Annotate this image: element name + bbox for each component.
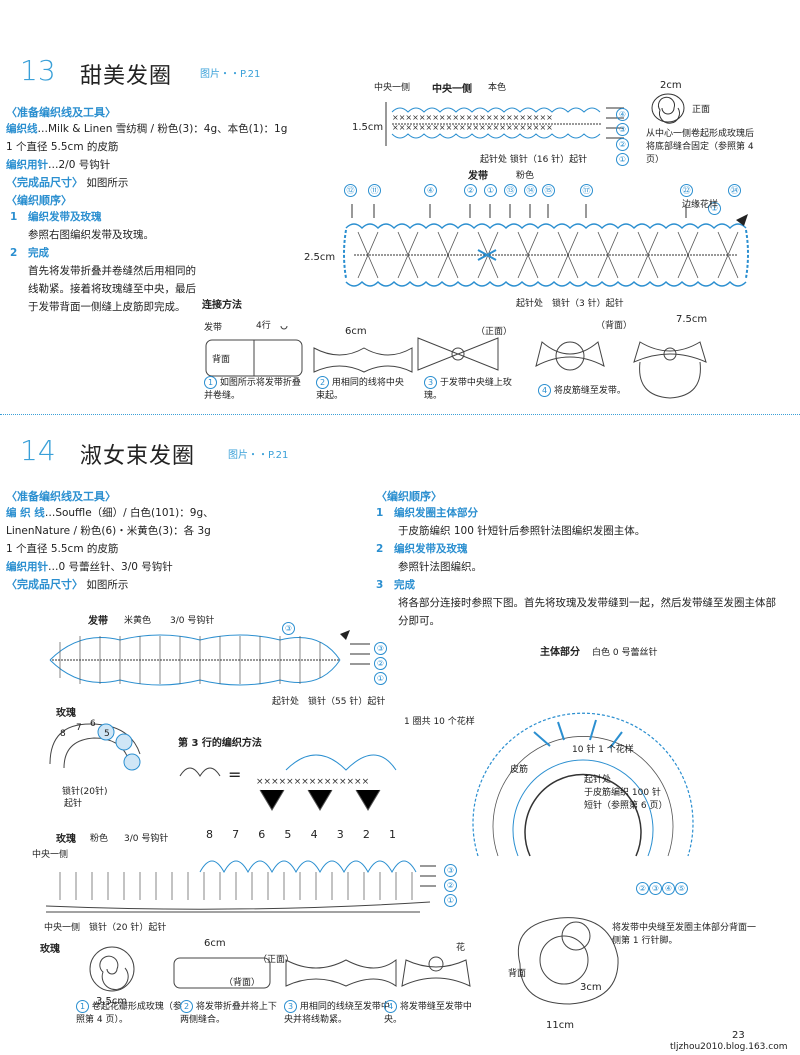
label-flower: 花 [456,943,466,953]
caption-2: 用相同的线将中央束起。 [316,378,404,401]
label-band-word: 发带 [204,323,223,333]
section-13-text: 〈准备编织线及工具〉 编织线…Milk & Linen 雪纺稠 / 粉色(3)：… [6,104,336,316]
band14-hook: 3/0 号钩针 [170,616,215,626]
rose14-chart: 87 65 [49,719,141,771]
rose-row-color: 粉色 [90,834,109,844]
dim-3-5cm: 3.5cm [96,996,128,1007]
page-number: 23 [732,1030,745,1041]
rose-row-hook: 3/0 号钩针 [124,834,169,844]
band14-chart [49,630,370,686]
section-13-ref: 图片・・P.21 [200,69,261,80]
band-color: 粉色 [516,171,535,181]
prep-heading: 〈准备编织线及工具〉 [6,106,116,119]
caption14-5: 将发带中央缝至发圈主体部分背面一侧第 1 行针脚。 [612,923,757,946]
dim-1-5cm: 1.5cm [352,122,384,133]
main-ring-chart [472,712,694,857]
main-start: 起针处 于皮筋编织 100 针 短针（参照第 6 页） [584,775,668,811]
label-natural-color: 本色 [488,83,507,93]
finished-ring-icon [517,917,619,1005]
svg-text:××××××××××××××××××××××××: ×××××××××××××××××××××××× [392,123,553,132]
caption-1: 如图所示将发带折叠并卷缝。 [204,378,301,401]
band-label: 发带 [468,171,488,182]
section-14-text: 〈准备编织线及工具〉 编 织 线…Souffle（细）/ 白色(101)：9g、… [6,490,214,591]
caption14-2: 将发带折叠并将上下两侧缝合。 [180,1002,277,1025]
row3-chart: = ××××××××××××××× [179,754,397,811]
main-label: 主体部分 [540,647,580,658]
label-center-bold: 中央一侧 [432,84,472,95]
section-divider [0,414,800,415]
start-3: 起针处 锁针（3 针）起针 [516,299,624,309]
rose14-label: 玫瑰 [56,708,76,719]
rose-row-chart [45,860,436,913]
band14-color: 米黄色 [124,616,152,626]
label14-front: （正面） [258,955,295,965]
rose-bottom-label: 玫瑰 [40,944,60,955]
rose-note: 从中心一侧卷起形成玫瑰后将底部缝合固定（参照第 4 页） [646,129,755,165]
dim-6cm: 6cm [345,326,367,337]
dim14-6cm: 6cm [204,938,226,949]
top-band-chart: ×××××××××××××××××××××××× ×××××××××××××××… [385,102,624,146]
label-back: 背面 [212,355,231,365]
main-elastic: 皮筋 [510,765,529,775]
top-band-row-markers: ④ ③ ② ① [616,106,629,166]
section-14-title: 淑女束发圈 [80,444,196,469]
connection-steps-illustration [205,326,707,399]
site-watermark: tljzhou2010.blog.163.com [670,1042,788,1052]
band14-start: 起针处 锁针（55 针）起针 [272,697,386,707]
rose-row-center: 中央一侧 [32,850,69,860]
rose-row-start: 中央一侧 锁针（20 针）起针 [44,923,167,933]
svg-text:××××××××××××××××××××××××: ×××××××××××××××××××××××× [392,113,553,122]
caption-3: 于发带中央缝上玫瑰。 [424,378,512,401]
dim-2cm: 2cm [660,80,682,91]
rose14-ch20: 锁针(20针) [62,787,108,797]
rose-bottom-icon [89,946,135,992]
label-4-rows: 4行 [256,321,271,331]
label-front: 正面 [692,105,711,115]
dim-7-5cm: 7.5cm [676,314,708,325]
section-14-ref: 图片・・P.21 [228,450,289,461]
main-color: 白色 0 号蕾丝针 [592,648,658,658]
connect-heading: 连接方法 [202,300,242,311]
svg-text:6: 6 [90,719,96,729]
svg-text:8: 8 [60,729,66,739]
main-stitch10: 10 针 1 个花样 [572,745,634,755]
dim-11cm: 11cm [546,1020,574,1031]
section-13-title: 甜美发圈 [80,64,173,89]
caption14-1: 卷起花瓣形成玫瑰（参照第 4 页）。 [76,1002,182,1025]
section-13-number: 13 [20,54,56,87]
caption14-4: 将发带缝至发带中央。 [384,1002,472,1025]
caption14-3: 用相同的线绕至发带中央并将线勒紧。 [284,1002,390,1025]
label14-back: （背面） [224,978,261,988]
assembly-illustration [173,956,471,989]
row3-title: 第 3 行的编织方法 [178,738,262,749]
order-heading: 〈编织顺序〉 [6,194,72,207]
svg-text:×××××××××××××××: ××××××××××××××× [256,777,369,787]
dim-2-5cm: 2.5cm [304,252,336,263]
band14-label: 发带 [88,616,108,627]
label-center-side: 中央一侧 [374,83,411,93]
svg-text:7: 7 [76,723,82,733]
svg-text:=: = [228,765,241,784]
label14-back2: 背面 [508,969,527,979]
rose14-qizhen: 起针 [64,799,83,809]
label-front-p: （正面） [476,327,513,337]
main-flowers10: 1 圈共 10 个花样 [404,717,475,727]
rose-icon [651,93,685,124]
rose-row-label: 玫瑰 [56,834,76,845]
dim-3cm: 3cm [580,982,602,993]
section-14-number: 14 [20,434,56,467]
edge-note: 边缘花样 [682,200,719,210]
caption-4: 将皮筋缝至发带。 [553,386,626,396]
band-chart [343,204,749,287]
start-16: 起针处 锁针（16 针）起针 [480,155,588,165]
svg-text:5: 5 [104,729,110,739]
band-row-markers: ⑫ ⑪ ④ ② ① ⑬ ⑭ ⑮ ⑰ ㉒ ㉔ ① [344,184,764,215]
label-back-p: （背面） [596,321,633,331]
